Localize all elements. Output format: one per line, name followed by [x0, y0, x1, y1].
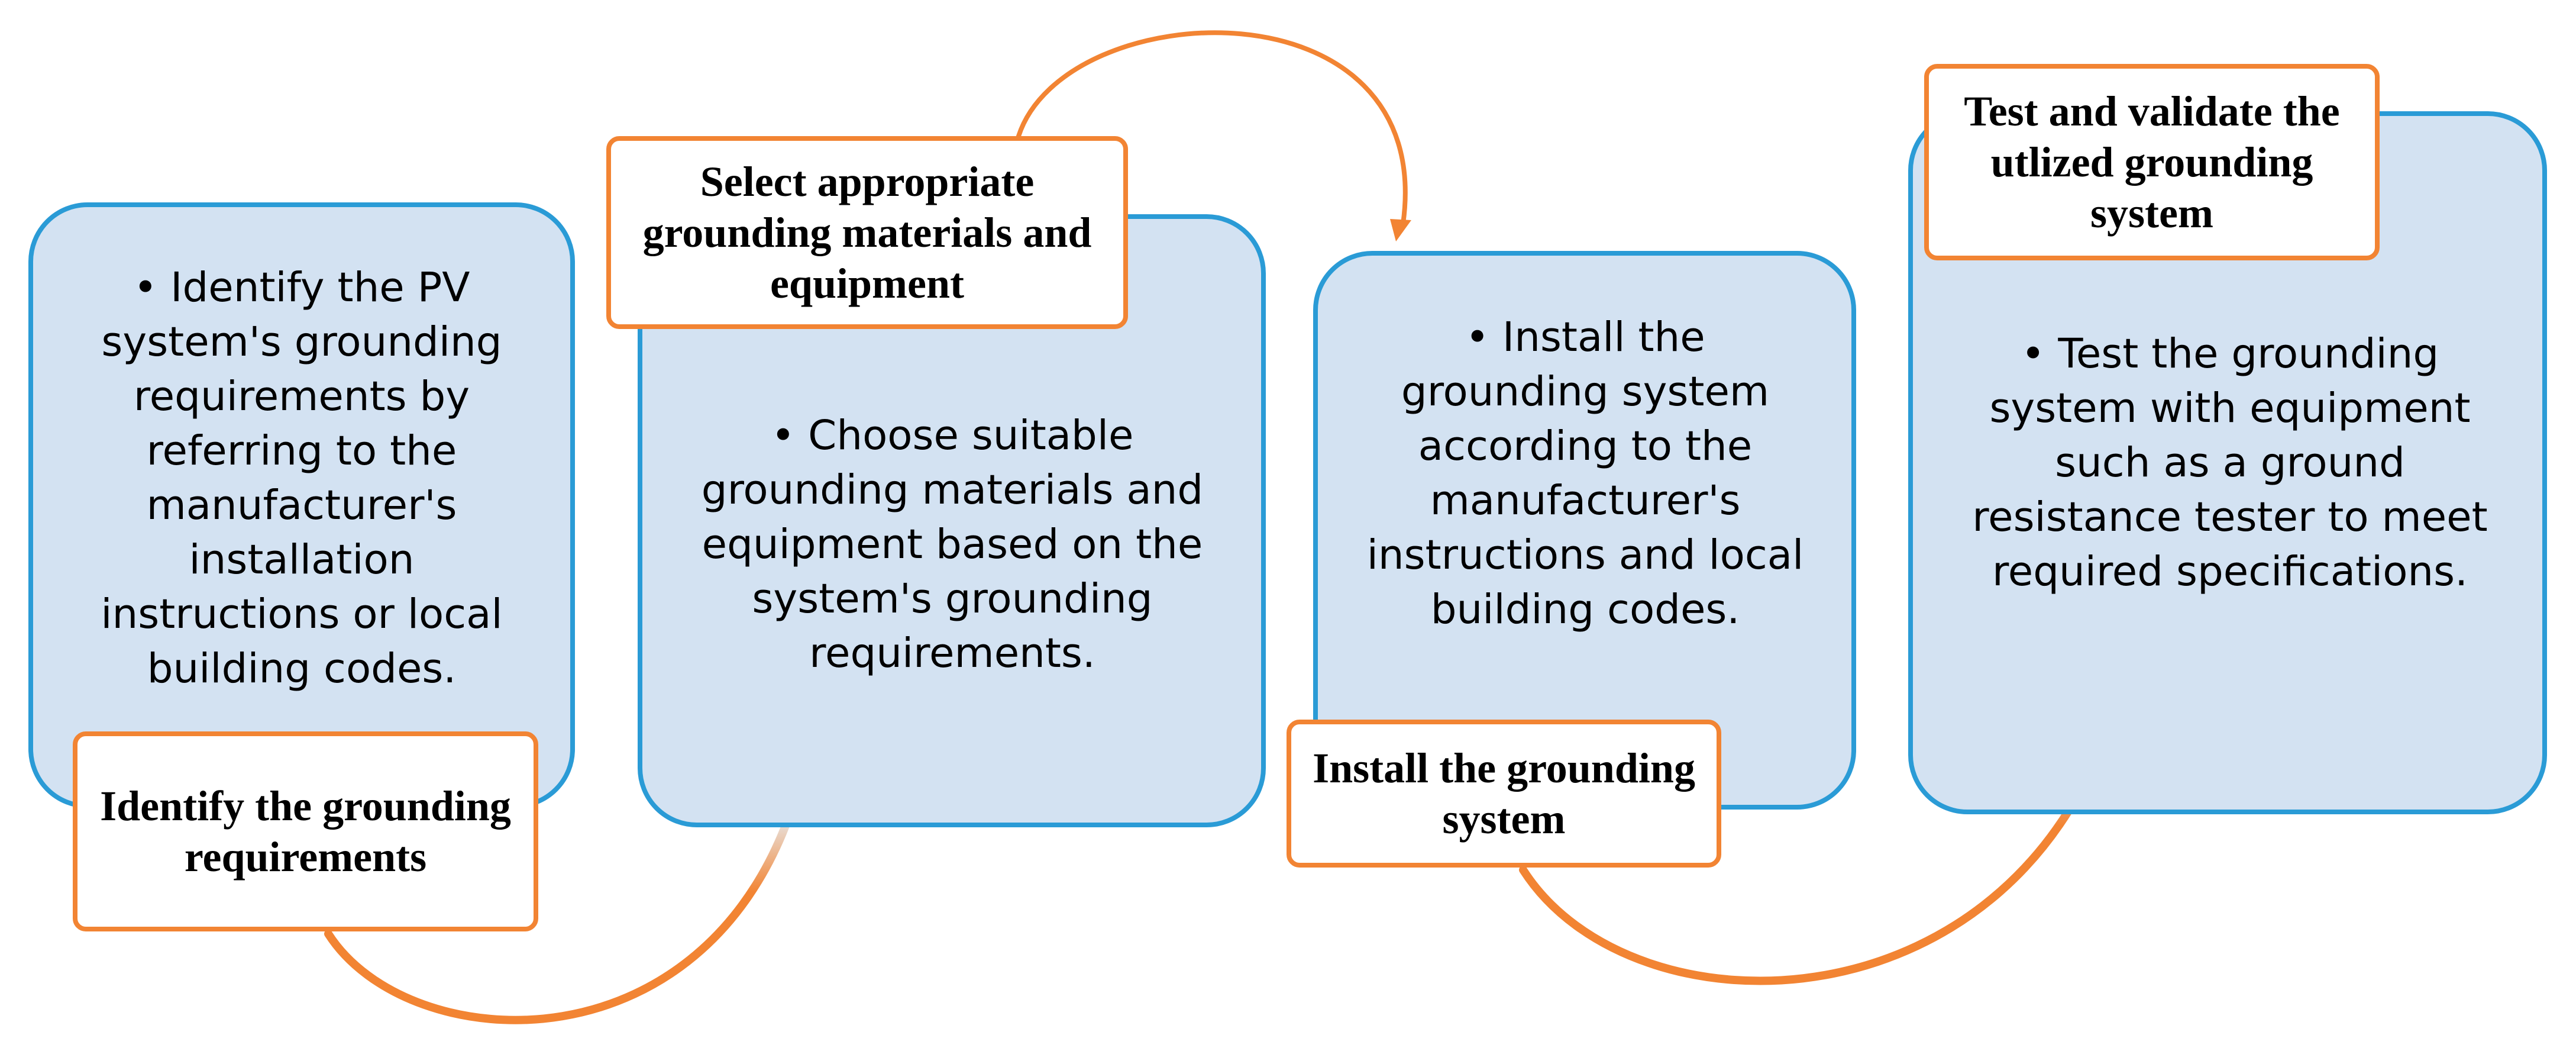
- step-title-2: Select appropriate grounding materials a…: [606, 136, 1128, 329]
- connector-arrow-1-2: [324, 783, 803, 1024]
- step-title-4: Test and validate the utlized grounding …: [1924, 64, 2380, 260]
- step-title-3: Install the grounding system: [1287, 720, 1721, 868]
- step-description-2: • Choose suitable grounding materials an…: [701, 412, 1204, 677]
- step-title-1: Identify the grounding requirements: [73, 731, 538, 931]
- connector-arrow-3-4: [1519, 694, 2122, 985]
- step-description-3: • Install the grounding system according…: [1366, 314, 1804, 633]
- arrowhead-2-3: [1390, 219, 1411, 241]
- step-box-3: [1313, 251, 1856, 810]
- connector-arrow-2-3: [1016, 30, 1408, 226]
- step-description-4: • Test the grounding system with equipme…: [1972, 330, 2488, 595]
- step-description-1: • Identify the PV system's grounding req…: [101, 264, 503, 692]
